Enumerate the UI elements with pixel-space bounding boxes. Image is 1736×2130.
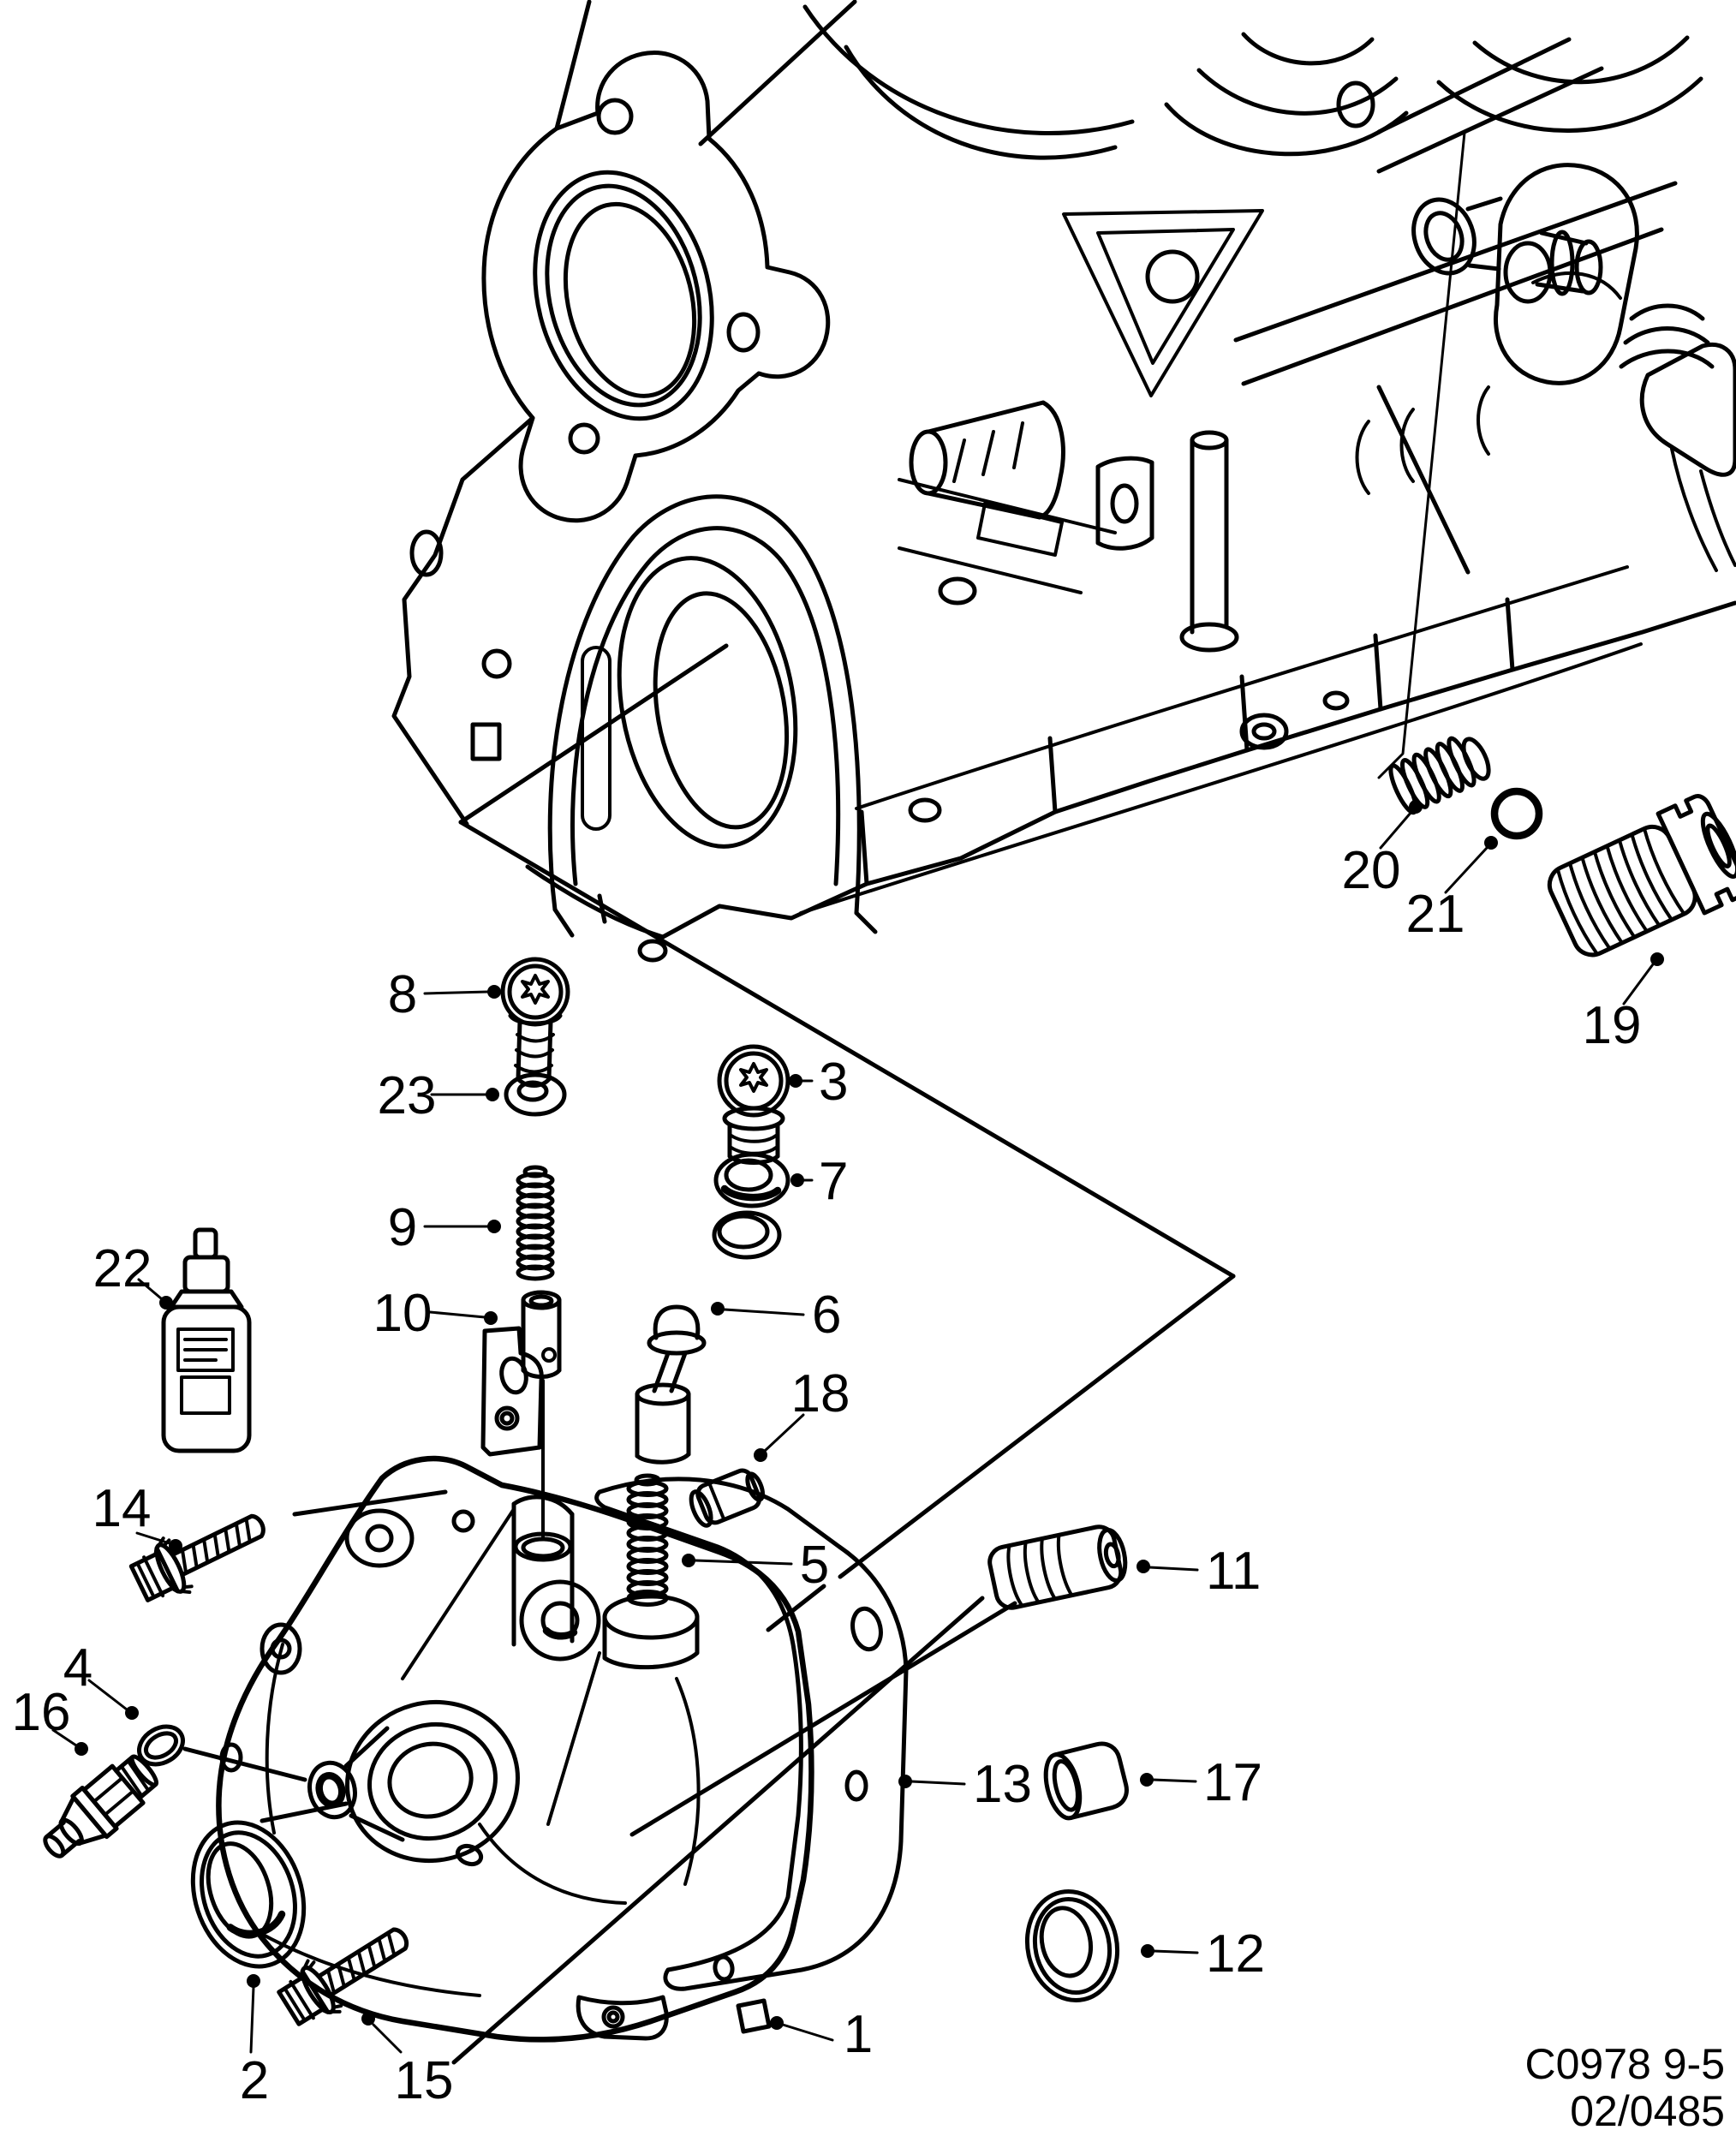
part-plug-18 [689,1468,766,1528]
callout-17: 17 [1140,1753,1262,1812]
callout-1-label: 1 [844,2005,873,2064]
part-spring-5 [626,1473,669,1607]
part-sleeve-10 [521,1290,562,1379]
callout-6-label: 6 [812,1286,841,1345]
callout-8: 8 [388,965,501,1024]
connector-and-cable [1619,303,1736,572]
part-washer-23 [504,1072,567,1117]
projection-lines [182,643,1236,2065]
callout-2: 2 [240,1974,269,2110]
callout-21-label: 21 [1406,885,1465,944]
callout-23-label: 23 [378,1066,437,1125]
callout-16: 16 [12,1683,88,1756]
callout-10-label: 10 [373,1284,433,1343]
part-bushing-17 [1043,1741,1129,1821]
part-seal-2 [190,1820,307,1969]
callout-4: 4 [63,1638,139,1720]
callout-13: 13 [898,1755,1032,1814]
callout-21: 21 [1406,836,1498,944]
callout-1: 1 [770,2005,873,2064]
callout-17-label: 17 [1203,1753,1262,1812]
callout-15: 15 [361,2012,453,2110]
part-spring-20 [1388,736,1491,815]
callout-20: 20 [1342,800,1423,900]
callout-2-label: 2 [240,2051,269,2110]
part-oring-4 [137,1724,185,1767]
callout-22: 22 [93,1239,173,1310]
callout-18: 18 [754,1364,850,1462]
callout-3: 3 [789,1053,848,1112]
callout-9-label: 9 [388,1198,417,1257]
part-seal-12 [1024,1888,1120,2003]
callout-15-label: 15 [395,2051,454,2110]
part-oring-21 [1490,787,1543,840]
callout-14: 14 [92,1479,182,1553]
callouts: 1 2 3 4 5 6 7 8 [12,800,1664,2110]
callout-18-label: 18 [791,1364,850,1423]
callout-11-label: 11 [1206,1542,1261,1601]
callout-10: 10 [373,1284,498,1343]
callout-5-label: 5 [800,1536,829,1595]
callout-11: 11 [1136,1542,1261,1601]
callout-5: 5 [682,1536,829,1595]
callout-23: 23 [378,1066,499,1125]
part-screw-8 [500,957,570,1088]
callout-9: 9 [388,1198,501,1257]
figure-code-line1: C0978 9-5 [1525,2040,1726,2088]
part-seal-ring-7 [712,1152,790,1260]
callout-14-label: 14 [92,1479,152,1538]
callout-12: 12 [1141,1924,1265,1984]
part-oil-pressure-sensor-16 [43,1754,159,1859]
callout-19: 19 [1583,952,1664,1055]
callout-8-label: 8 [388,965,417,1024]
callout-22-label: 22 [93,1239,152,1298]
callout-20-label: 20 [1342,841,1401,900]
part-strainer-tube-19 [1547,794,1736,958]
callout-13-label: 13 [973,1755,1032,1814]
part-spring-9 [516,1165,555,1281]
figure-code: C0978 9-5 02/0485 [1525,2040,1726,2130]
part-valve-6 [635,1304,707,1465]
part-screw-3 [717,1044,790,1165]
valve-gasket-bracket [480,1326,544,1457]
callout-12-label: 12 [1206,1924,1265,1984]
callout-7-label: 7 [819,1152,848,1211]
part-threaded-plug-11 [987,1524,1128,1610]
part-pump-housing-1 [216,1455,814,2043]
callout-6: 6 [711,1286,841,1345]
callout-16-label: 16 [12,1683,71,1742]
engine-block [391,0,1736,963]
callout-19-label: 19 [1583,996,1642,1055]
callout-4-label: 4 [63,1638,92,1697]
callout-3-label: 3 [819,1053,848,1112]
part-gasket-13 [594,1477,909,1991]
figure-code-line2: 02/0485 [1570,2087,1725,2130]
callout-7: 7 [790,1152,848,1211]
part-sealant-bottle-22 [161,1227,252,1453]
